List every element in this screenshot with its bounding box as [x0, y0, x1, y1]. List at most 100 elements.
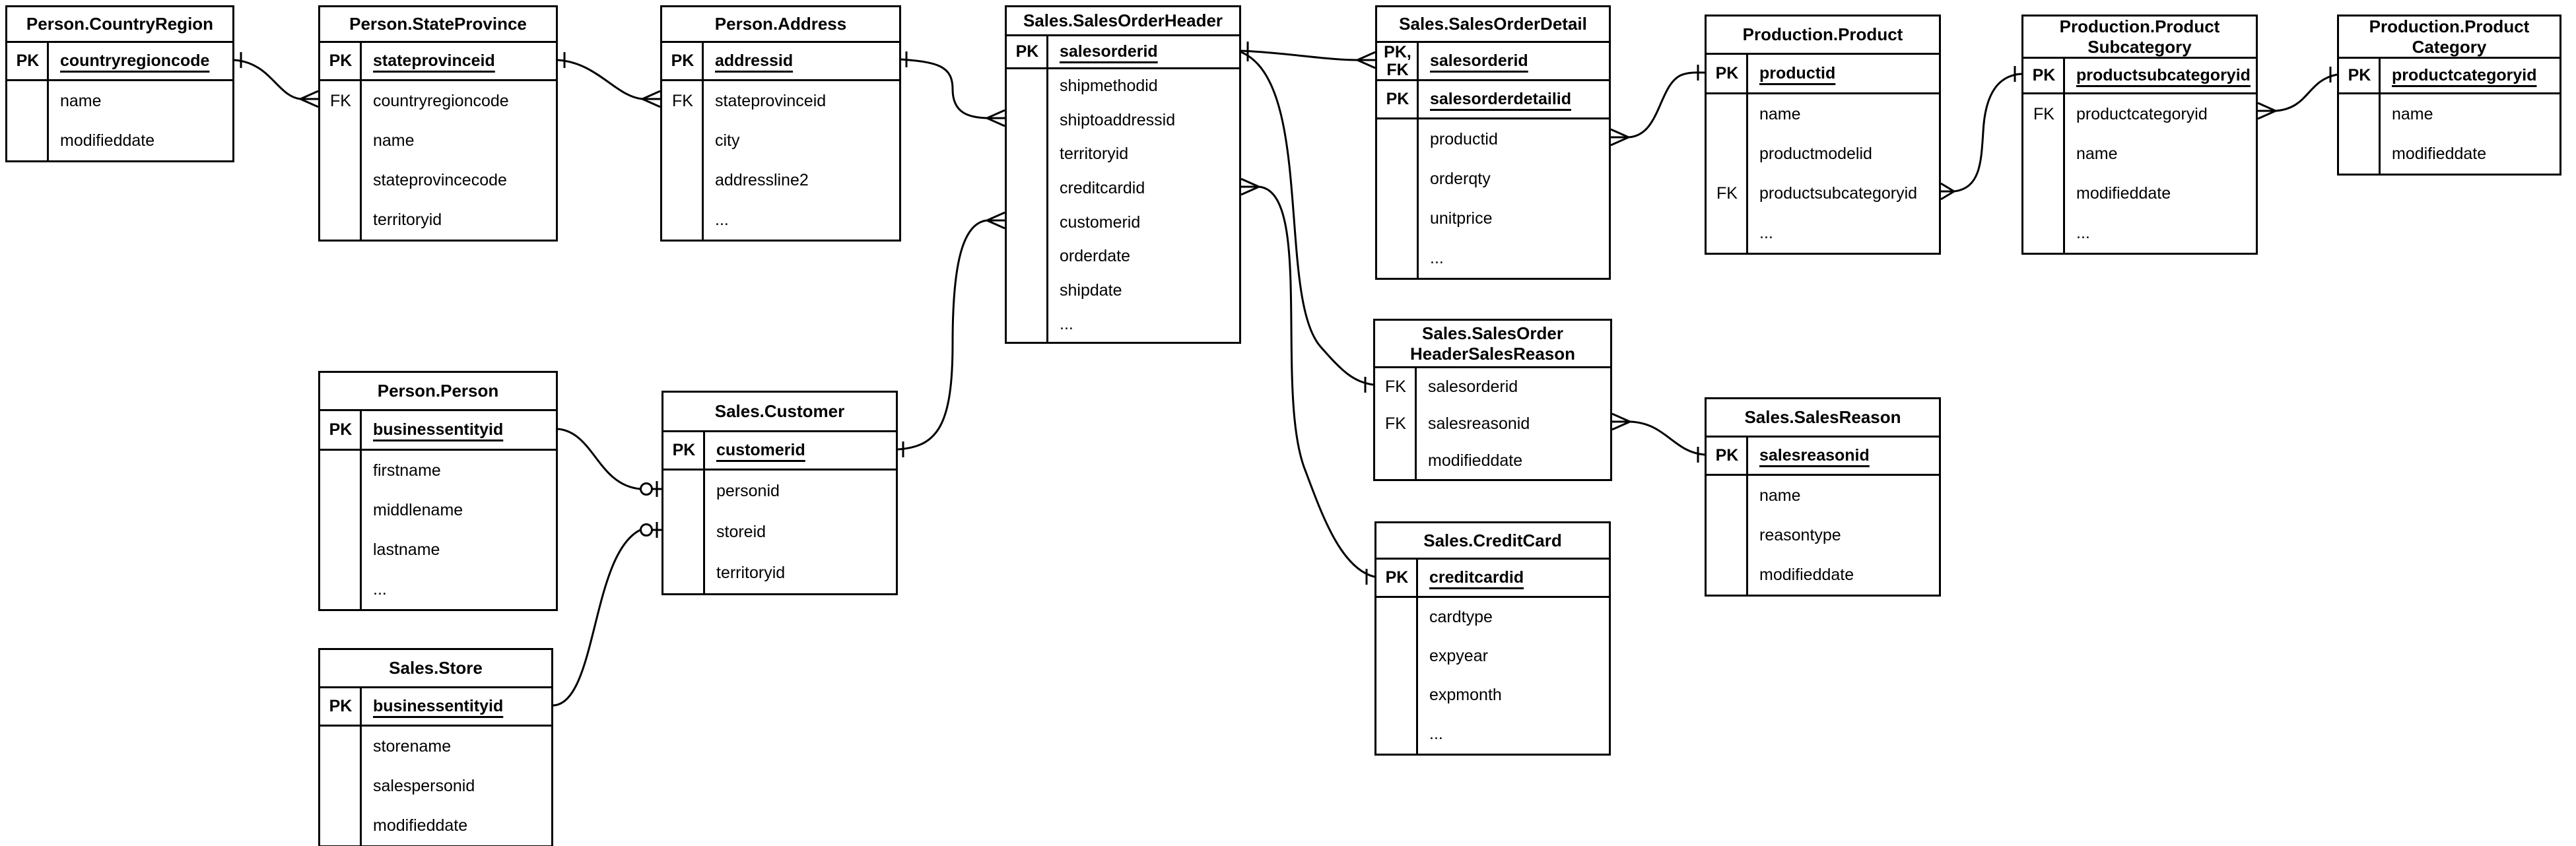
fk-label-text: FK [2033, 104, 2054, 123]
key-label-empty [1007, 308, 1048, 342]
field-name: addressline2 [715, 170, 809, 189]
key-label-empty [320, 121, 361, 160]
key-label-empty [320, 200, 361, 240]
fk-label-text: FK [1385, 414, 1406, 433]
rel-customer-salesorderheader[interactable] [897, 211, 1005, 457]
field-name: expmonth [1429, 686, 1502, 704]
key-label-empty [7, 121, 48, 160]
pk-field-name: stateprovinceid [373, 51, 495, 70]
pk-label-line: PK [1715, 64, 1739, 82]
pk-field-name: salesreasonid [1759, 446, 1870, 465]
field-name: storename [373, 736, 452, 756]
rel-salesorderdetail-product[interactable] [1610, 65, 1705, 146]
key-label-empty [1007, 205, 1048, 240]
field-name: territoryid [716, 563, 786, 582]
pk-label-line: PK [329, 51, 353, 70]
rel-stateprovince-address[interactable] [557, 52, 661, 108]
field-name: creditcardid [1060, 179, 1145, 198]
key-label-empty [1377, 199, 1418, 238]
field-row: expyear [1376, 637, 1609, 676]
table-title: Sales.Store [320, 650, 551, 688]
field-name: lastname [373, 540, 440, 559]
rel-salesorderheader-salesorderdetail[interactable] [1240, 42, 1376, 69]
key-column-divider [47, 43, 49, 160]
pk-label-line: PK [329, 420, 353, 439]
key-label-empty [1707, 94, 1747, 134]
table-title: Production.Product [1707, 16, 1939, 55]
key-column-divider [360, 43, 362, 240]
field-row: shipdate [1007, 274, 1239, 308]
field-name: name [373, 131, 415, 150]
rel-salesorderheader-creditcard[interactable] [1240, 178, 1375, 585]
rel-countryregion-stateprovince[interactable] [234, 52, 319, 108]
field-row: productid [1377, 119, 1609, 159]
fk-label-text: FK [1385, 377, 1406, 396]
field-row: territoryid [1007, 137, 1239, 172]
field-row: name [2339, 94, 2559, 134]
key-label-empty [7, 81, 48, 121]
key-label-empty [2023, 134, 2064, 174]
key-label-empty [1007, 274, 1048, 308]
field-row: customerid [1007, 205, 1239, 240]
rel-salesorderheader-salesorderheadersalesreason[interactable] [1240, 51, 1374, 393]
key-label-empty [1007, 137, 1048, 172]
field-row: firstname [320, 451, 556, 490]
key-label-empty [1007, 172, 1048, 206]
pk-label: PK [662, 43, 703, 79]
rel-person-customer[interactable] [557, 428, 661, 497]
rel-product-productsubcategory[interactable] [1940, 66, 2022, 201]
rel-salesorderheadersalesreason-salesreason[interactable] [1611, 412, 1705, 463]
field-row: ... [1377, 238, 1609, 278]
field-row: modifieddate [7, 121, 232, 160]
key-column-divider [2379, 59, 2381, 174]
key-label-empty [1375, 442, 1416, 479]
field-name: customerid [1060, 212, 1141, 232]
field-name: ... [1429, 725, 1443, 743]
key-column-divider [703, 432, 705, 593]
field-row: name [2023, 134, 2256, 174]
key-label-empty [1377, 238, 1418, 278]
pk-field-name: productcategoryid [2392, 66, 2537, 84]
table-title-line: Sales.SalesOrder [1422, 323, 1563, 343]
field-row: productmodelid [1707, 134, 1939, 174]
key-label-empty [2339, 94, 2380, 134]
rel-store-customer[interactable] [553, 522, 661, 707]
pk-field-name: businessentityid [373, 697, 504, 715]
key-column-divider [1746, 55, 1748, 253]
field-name: productid [1430, 129, 1498, 148]
field-row: orderdate [1007, 240, 1239, 274]
table-title-line: Production.Product [2059, 16, 2220, 36]
table-title-line: Sales.SalesOrderHeader [1023, 11, 1223, 30]
field-row: ... [1707, 213, 1939, 253]
rel-productsubcategory-productcategory[interactable] [2257, 67, 2338, 120]
field-row: storename [320, 727, 551, 766]
field-name: firstname [373, 461, 441, 480]
field-row: shiptoaddressid [1007, 104, 1239, 138]
rel-address-salesorderheader[interactable] [900, 51, 1005, 127]
key-column-divider [1746, 438, 1748, 595]
key-label-empty [1377, 119, 1418, 159]
